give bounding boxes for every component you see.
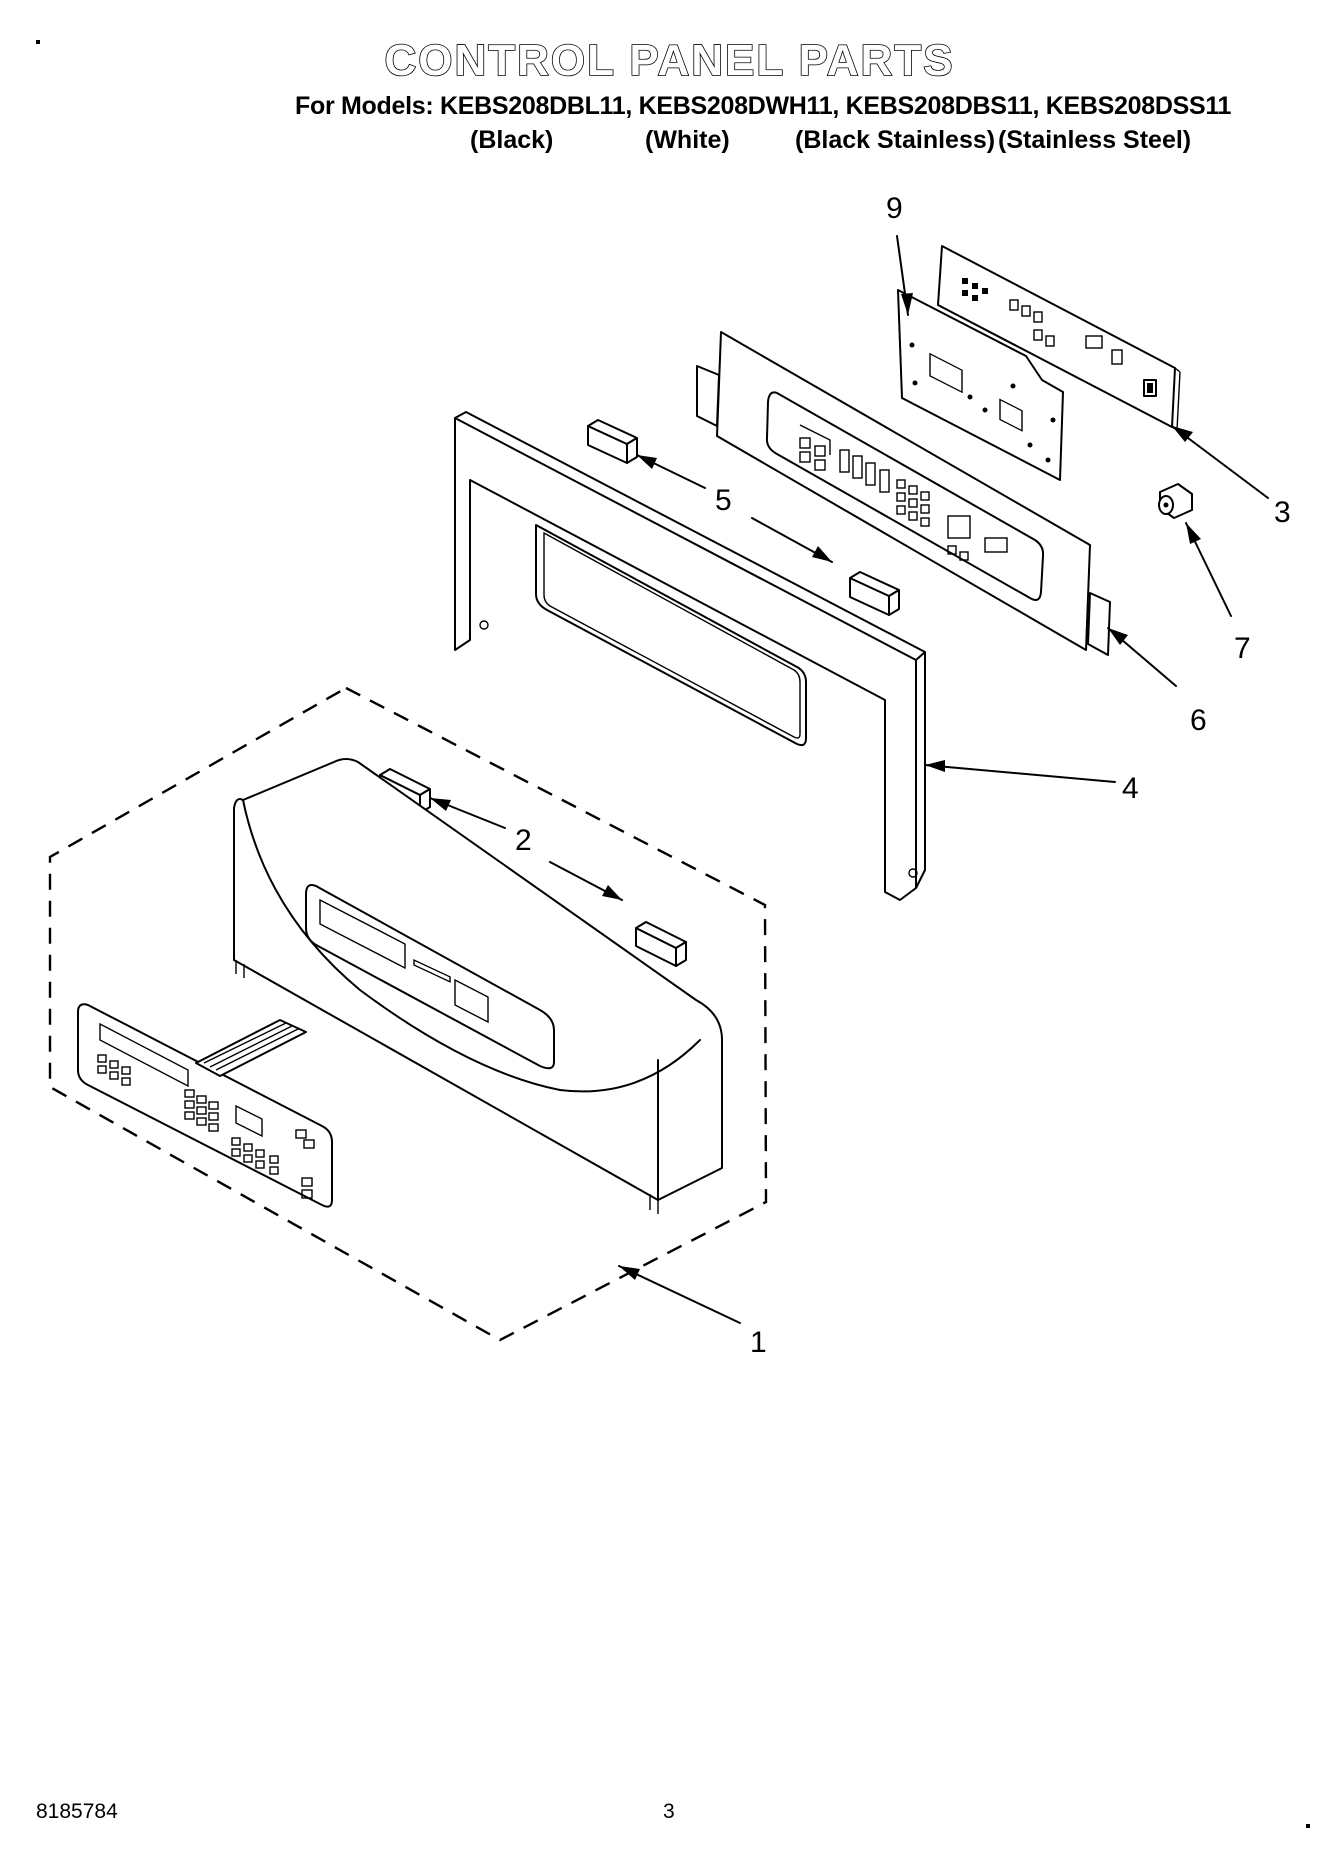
callout-6: 6 [1190,704,1207,737]
models-line: For Models: KEBS208DBL11, KEBS208DWH11, … [295,92,1232,120]
callout-7: 7 [1234,632,1251,665]
part-1-assembly-boundary [48,686,768,1342]
touch-keypad-membrane [77,1003,333,1208]
callout-3: 3 [1274,496,1291,529]
part-4-panel-frame [454,411,926,901]
scan-mark-bottom-right [1306,1824,1310,1828]
callout-5: 5 [715,484,732,517]
page-number: 3 [663,1800,675,1823]
part-6-overlay-panel [696,331,1111,656]
model-color-stainless-steel: (Stainless Steel) [998,126,1192,154]
callout-9: 9 [886,192,903,225]
model-color-white: (White) [645,126,730,154]
callout-1: 1 [750,1326,767,1359]
leader-lines [429,235,1269,1324]
part-2-spacer-right [635,921,687,967]
part-9-display-board [897,289,1064,481]
part-5-spacer-lower [849,571,900,616]
callout-4: 4 [1122,772,1139,805]
model-color-black-stainless: (Black Stainless) [795,126,996,154]
part-5-spacer-upper [587,419,638,464]
part-7-standoff [1158,483,1193,519]
page-title: CONTROL PANEL PARTS [384,35,955,86]
part-1-control-housing [233,758,723,1214]
model-color-black: (Black) [470,126,554,154]
scan-mark-top-left [36,40,40,44]
document-number: 8185784 [36,1800,118,1823]
callout-2: 2 [515,824,532,857]
